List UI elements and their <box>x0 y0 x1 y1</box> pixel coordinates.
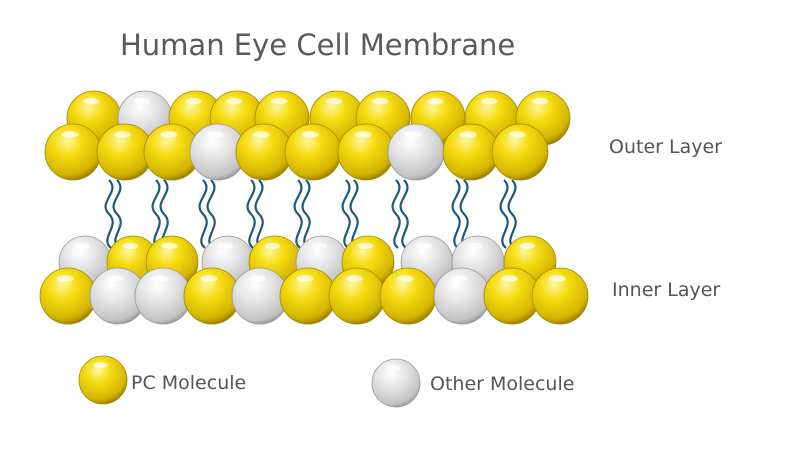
sphere-highlight <box>548 275 566 283</box>
sphere-highlight <box>467 242 484 250</box>
sphere-highlight <box>252 131 270 138</box>
sphere-highlight <box>532 98 549 105</box>
sphere-highlight <box>113 131 131 138</box>
lipid-tail <box>151 179 161 249</box>
lipid-tail <box>499 179 509 249</box>
pc-molecule <box>531 267 589 325</box>
lipid-tail <box>104 179 114 249</box>
legend-other-label: Other Molecule <box>430 373 575 395</box>
lipid-tail <box>293 179 303 249</box>
sphere-highlight <box>151 275 169 283</box>
sphere-highlight <box>396 275 414 283</box>
sphere-highlight <box>161 242 178 250</box>
sphere-highlight <box>160 131 178 138</box>
lipid-tail <box>507 179 517 249</box>
sphere-highlight <box>83 98 100 105</box>
sphere-highlight <box>248 275 266 283</box>
legend-other-icon <box>371 358 421 408</box>
sphere-highlight <box>217 242 234 250</box>
sphere-highlight <box>508 131 526 138</box>
sphere-highlight <box>56 275 74 283</box>
diagram-title: Human Eye Cell Membrane <box>120 28 516 62</box>
legend-pc-label: PC Molecule <box>131 372 247 394</box>
lipid-tail <box>451 179 461 249</box>
sphere-highlight <box>206 131 224 138</box>
sphere-highlight <box>200 275 218 283</box>
sphere-highlight <box>416 242 433 250</box>
sphere-highlight <box>134 98 151 105</box>
sphere-highlight <box>271 98 288 105</box>
lipid-tail <box>198 179 208 249</box>
sphere-highlight <box>519 242 536 250</box>
lipid-tail <box>391 179 401 249</box>
lipid-tail <box>206 179 216 249</box>
lipid-tail <box>301 179 311 249</box>
sphere-highlight <box>264 242 281 250</box>
sphere-highlight <box>354 131 372 138</box>
lipid-tail <box>399 179 409 249</box>
sphere-highlight <box>404 131 422 138</box>
lipid-tail <box>246 179 256 249</box>
sphere-highlight <box>61 131 79 138</box>
sphere-highlight <box>122 242 139 250</box>
sphere-highlight <box>326 98 343 105</box>
sphere-highlight <box>74 242 91 250</box>
sphere-highlight <box>459 131 477 138</box>
sphere-highlight <box>357 242 374 250</box>
sphere-highlight <box>372 98 389 105</box>
lipid-tail <box>254 179 264 249</box>
sphere-highlight <box>185 98 202 105</box>
sphere-highlight <box>481 98 498 105</box>
lipid-tail <box>112 179 122 249</box>
legend-pc-icon <box>78 355 128 405</box>
outer-layer-label: Outer Layer <box>609 136 722 158</box>
sphere-highlight <box>450 275 468 283</box>
sphere-highlight <box>311 242 328 250</box>
sphere-highlight <box>427 98 444 105</box>
lipid-tail <box>341 179 351 249</box>
sphere-highlight <box>386 365 401 371</box>
sphere-highlight <box>106 275 124 283</box>
sphere-highlight <box>500 275 518 283</box>
lipid-tail <box>349 179 359 249</box>
lipid-tail <box>459 179 469 249</box>
sphere-highlight <box>301 131 319 138</box>
sphere-highlight <box>226 98 243 105</box>
inner-layer-label: Inner Layer <box>612 279 721 301</box>
sphere-highlight <box>93 362 108 368</box>
pc-molecule <box>491 123 549 181</box>
sphere-highlight <box>296 275 314 283</box>
sphere-highlight <box>345 275 363 283</box>
